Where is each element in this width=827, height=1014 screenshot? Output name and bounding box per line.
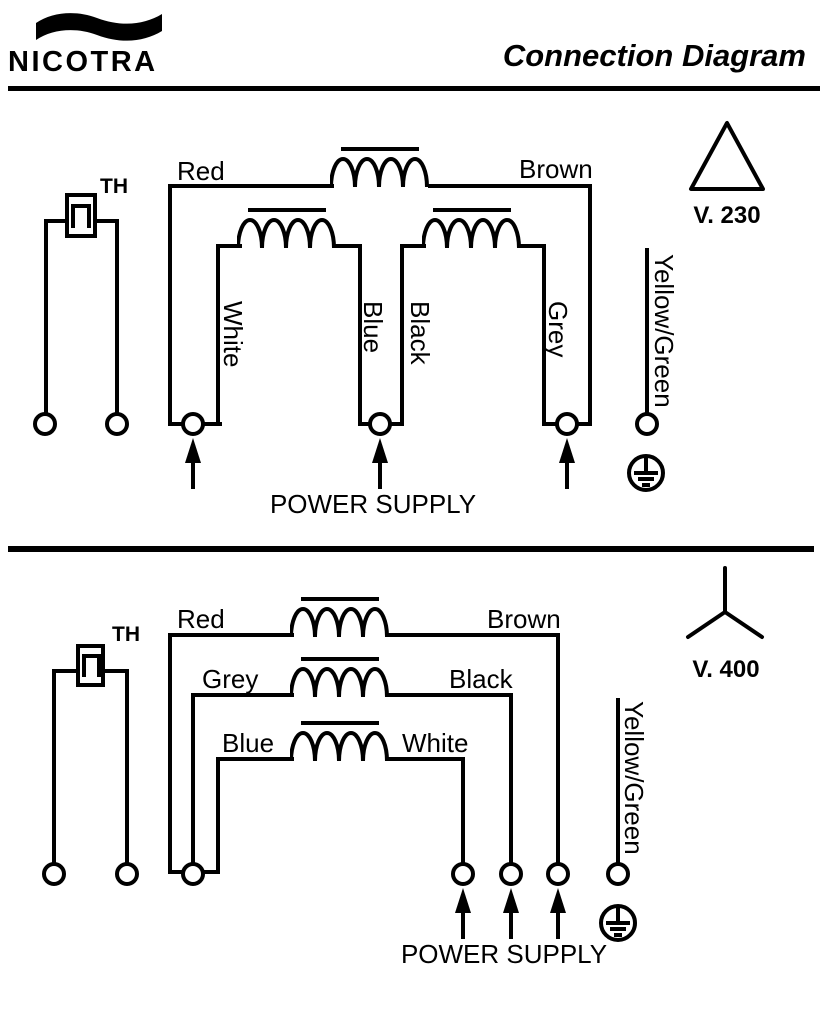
delta-winding-right-icon: [422, 218, 521, 249]
star-blue-wire-v: [216, 757, 220, 874]
star-supply-terminal-3: [546, 862, 570, 886]
delta-th-wire-right-h: [95, 219, 119, 223]
star-symbol-icon: [686, 566, 764, 639]
section-divider: [8, 546, 814, 552]
star-supply-terminal-2: [499, 862, 523, 886]
star-earth-ground-icon: [599, 904, 637, 942]
delta-th-wire-left-v: [44, 219, 48, 414]
star-arrow-up-icon-1: [455, 888, 471, 939]
delta-white-label: White: [218, 301, 248, 368]
star-th-wire-right-h: [105, 669, 127, 673]
delta-red-label: Red: [177, 156, 225, 186]
nicotra-wave-logo-icon: [36, 13, 162, 41]
star-brown-label: Brown: [487, 604, 561, 634]
delta-arrow-up-icon-2: [372, 438, 388, 489]
delta-thermal-contact-inner: [71, 204, 91, 228]
delta-th-wire-right-v: [115, 219, 119, 414]
star-th-wire-left-v: [52, 669, 56, 866]
delta-winding-top-bar: [341, 147, 419, 151]
star-winding-3-icon: [290, 731, 389, 762]
delta-symbol-icon: [689, 121, 765, 191]
star-winding-2-bar: [301, 657, 379, 661]
delta-grey-wire-v: [542, 244, 546, 426]
page-title: Connection Diagram: [502, 38, 806, 73]
star-th-label: TH: [112, 623, 140, 646]
star-winding-2-icon: [290, 667, 389, 698]
header-divider: [8, 86, 820, 91]
delta-th-label: TH: [100, 175, 128, 198]
delta-supply-terminal-2: [368, 412, 392, 436]
delta-supply-terminal-1: [181, 412, 205, 436]
delta-blue-label: Blue: [358, 301, 388, 354]
delta-red-wire-v: [168, 184, 172, 426]
delta-grey-label: Grey: [543, 301, 573, 358]
delta-blue-wire-v: [358, 244, 362, 426]
delta-earth-ground-icon: [627, 454, 665, 492]
delta-th-wire-left-h: [44, 219, 67, 223]
star-white-wire-h: [386, 757, 465, 761]
star-th-wire-right-v: [125, 669, 129, 866]
delta-brown-wire-h: [428, 184, 592, 188]
star-grey-wire-v: [191, 693, 195, 864]
star-earth-label: Yellow/Green: [619, 701, 649, 855]
delta-grey-step: [518, 244, 546, 248]
delta-winding-left-icon: [237, 218, 336, 249]
star-winding-3-bar: [301, 721, 379, 725]
star-thermal-contact-inner: [82, 654, 101, 677]
delta-th-terminal-2: [105, 412, 129, 436]
delta-winding-left-bar: [248, 208, 326, 212]
star-blue-wire-h: [216, 757, 294, 761]
star-brown-wire-v: [556, 633, 560, 864]
delta-white-step: [216, 244, 242, 248]
star-winding-1-bar: [301, 597, 379, 601]
delta-power-supply-label: POWER SUPPLY: [269, 489, 477, 519]
delta-arrow-up-icon-1: [185, 438, 201, 489]
delta-earth-wire-v: [645, 248, 649, 414]
brand-name: NICOTRA: [8, 46, 158, 78]
delta-th-terminal-1: [33, 412, 57, 436]
star-black-wire-h: [386, 693, 513, 697]
delta-black-wire-v: [400, 244, 404, 426]
star-th-terminal-2: [115, 862, 139, 886]
star-white-wire-v: [461, 757, 465, 864]
star-red-wire-v: [168, 633, 172, 874]
star-arrow-up-icon-2: [503, 888, 519, 939]
star-white-label: White: [402, 728, 469, 758]
delta-arrow-up-icon-3: [559, 438, 575, 489]
star-power-supply-label: POWER SUPPLY: [400, 939, 608, 969]
delta-supply-terminal-3: [555, 412, 579, 436]
delta-red-wire-h: [168, 184, 334, 188]
delta-earth-label: Yellow/Green: [649, 254, 679, 408]
star-th-terminal-1: [42, 862, 66, 886]
star-black-label: Black: [449, 664, 513, 694]
delta-voltage-label: V. 230: [693, 202, 761, 229]
star-black-wire-v: [509, 693, 513, 864]
star-earth-terminal: [606, 862, 630, 886]
delta-black-step: [400, 244, 426, 248]
delta-brown-label: Brown: [519, 154, 593, 184]
star-grey-wire-h: [191, 693, 294, 697]
star-grey-label: Grey: [202, 664, 259, 694]
delta-blue-step: [332, 244, 362, 248]
delta-thermal-contact-icon: [65, 193, 97, 238]
delta-brown-wire-v: [588, 184, 592, 426]
star-winding-1-icon: [290, 607, 389, 638]
star-brown-wire-h: [386, 633, 560, 637]
star-red-label: Red: [177, 604, 225, 634]
star-supply-terminal-1: [451, 862, 475, 886]
star-point-terminal: [181, 862, 205, 886]
delta-winding-top-icon: [330, 157, 429, 188]
star-red-wire-h: [168, 633, 294, 637]
delta-earth-terminal: [635, 412, 659, 436]
delta-white-wire-v: [216, 244, 220, 426]
star-earth-wire-v: [616, 698, 620, 864]
delta-black-label: Black: [405, 301, 435, 365]
star-arrow-up-icon-3: [550, 888, 566, 939]
delta-winding-right-bar: [433, 208, 511, 212]
star-th-wire-left-h: [54, 669, 76, 673]
star-voltage-label: V. 400: [692, 656, 760, 683]
star-blue-label: Blue: [222, 728, 275, 758]
